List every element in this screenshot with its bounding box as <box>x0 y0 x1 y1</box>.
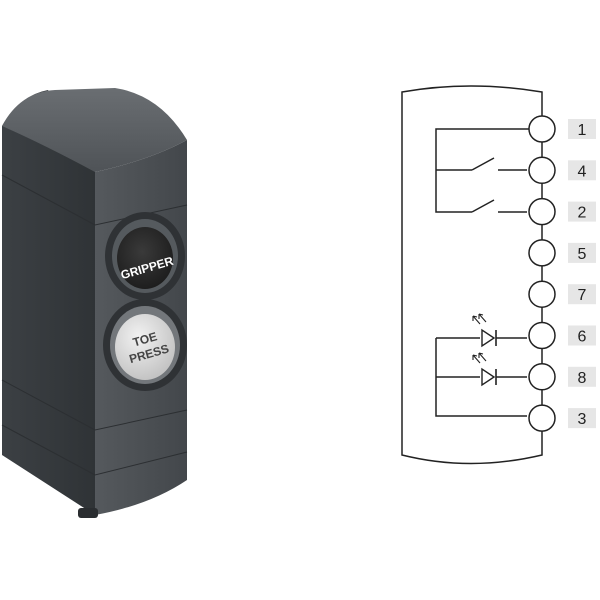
device-seam-lower <box>1 379 188 431</box>
led-6-icon <box>472 313 497 348</box>
terminal-3 <box>528 404 556 432</box>
pin-label-box-6 <box>568 325 596 346</box>
led-8-icon <box>472 352 497 387</box>
terminal-1 <box>528 115 556 143</box>
pin-label-box-2 <box>568 201 596 222</box>
terminal-7 <box>528 280 556 308</box>
device-side-face <box>2 90 95 515</box>
led-circuit <box>435 313 527 417</box>
device-seam-bottom <box>1 424 188 476</box>
pin-label-1: 1 <box>578 122 587 139</box>
terminal-5 <box>528 239 556 267</box>
terminal-8 <box>528 363 556 391</box>
gripper-button[interactable]: GRIPPER <box>105 212 185 300</box>
toe-press-button[interactable]: TOE PRESS <box>103 299 187 391</box>
pin-label-7: 7 <box>578 287 587 304</box>
pin-label-list: 1 4 2 5 7 6 8 3 <box>568 119 596 429</box>
pin-label-4: 4 <box>578 163 587 180</box>
wiring-schematic <box>401 85 556 465</box>
device-top-face <box>2 88 187 172</box>
pin-label-box-4 <box>568 160 596 181</box>
pin-label-box-7 <box>568 284 596 305</box>
pin-label-8: 8 <box>578 370 587 387</box>
cable-connector <box>78 508 98 518</box>
terminal-list <box>528 115 556 432</box>
schematic-enclosure <box>401 85 543 465</box>
pin-label-box-3 <box>568 408 596 429</box>
toe-press-label-line-1: TOE <box>131 329 158 349</box>
pin-label-6: 6 <box>578 329 587 346</box>
pin-label-box-1 <box>568 119 596 139</box>
pin-label-3: 3 <box>578 411 587 428</box>
pendant-device: GRIPPER TOE PRESS <box>1 88 188 518</box>
pin-label-box-5 <box>568 242 596 263</box>
terminal-2 <box>528 197 556 226</box>
terminal-6 <box>528 321 556 350</box>
pin-label-2: 2 <box>578 205 587 222</box>
switch-circuit <box>435 128 542 213</box>
pin-label-5: 5 <box>578 246 587 263</box>
device-seam-upper <box>1 174 188 226</box>
terminal-4 <box>528 156 556 185</box>
pin-label-box-8 <box>568 366 596 387</box>
